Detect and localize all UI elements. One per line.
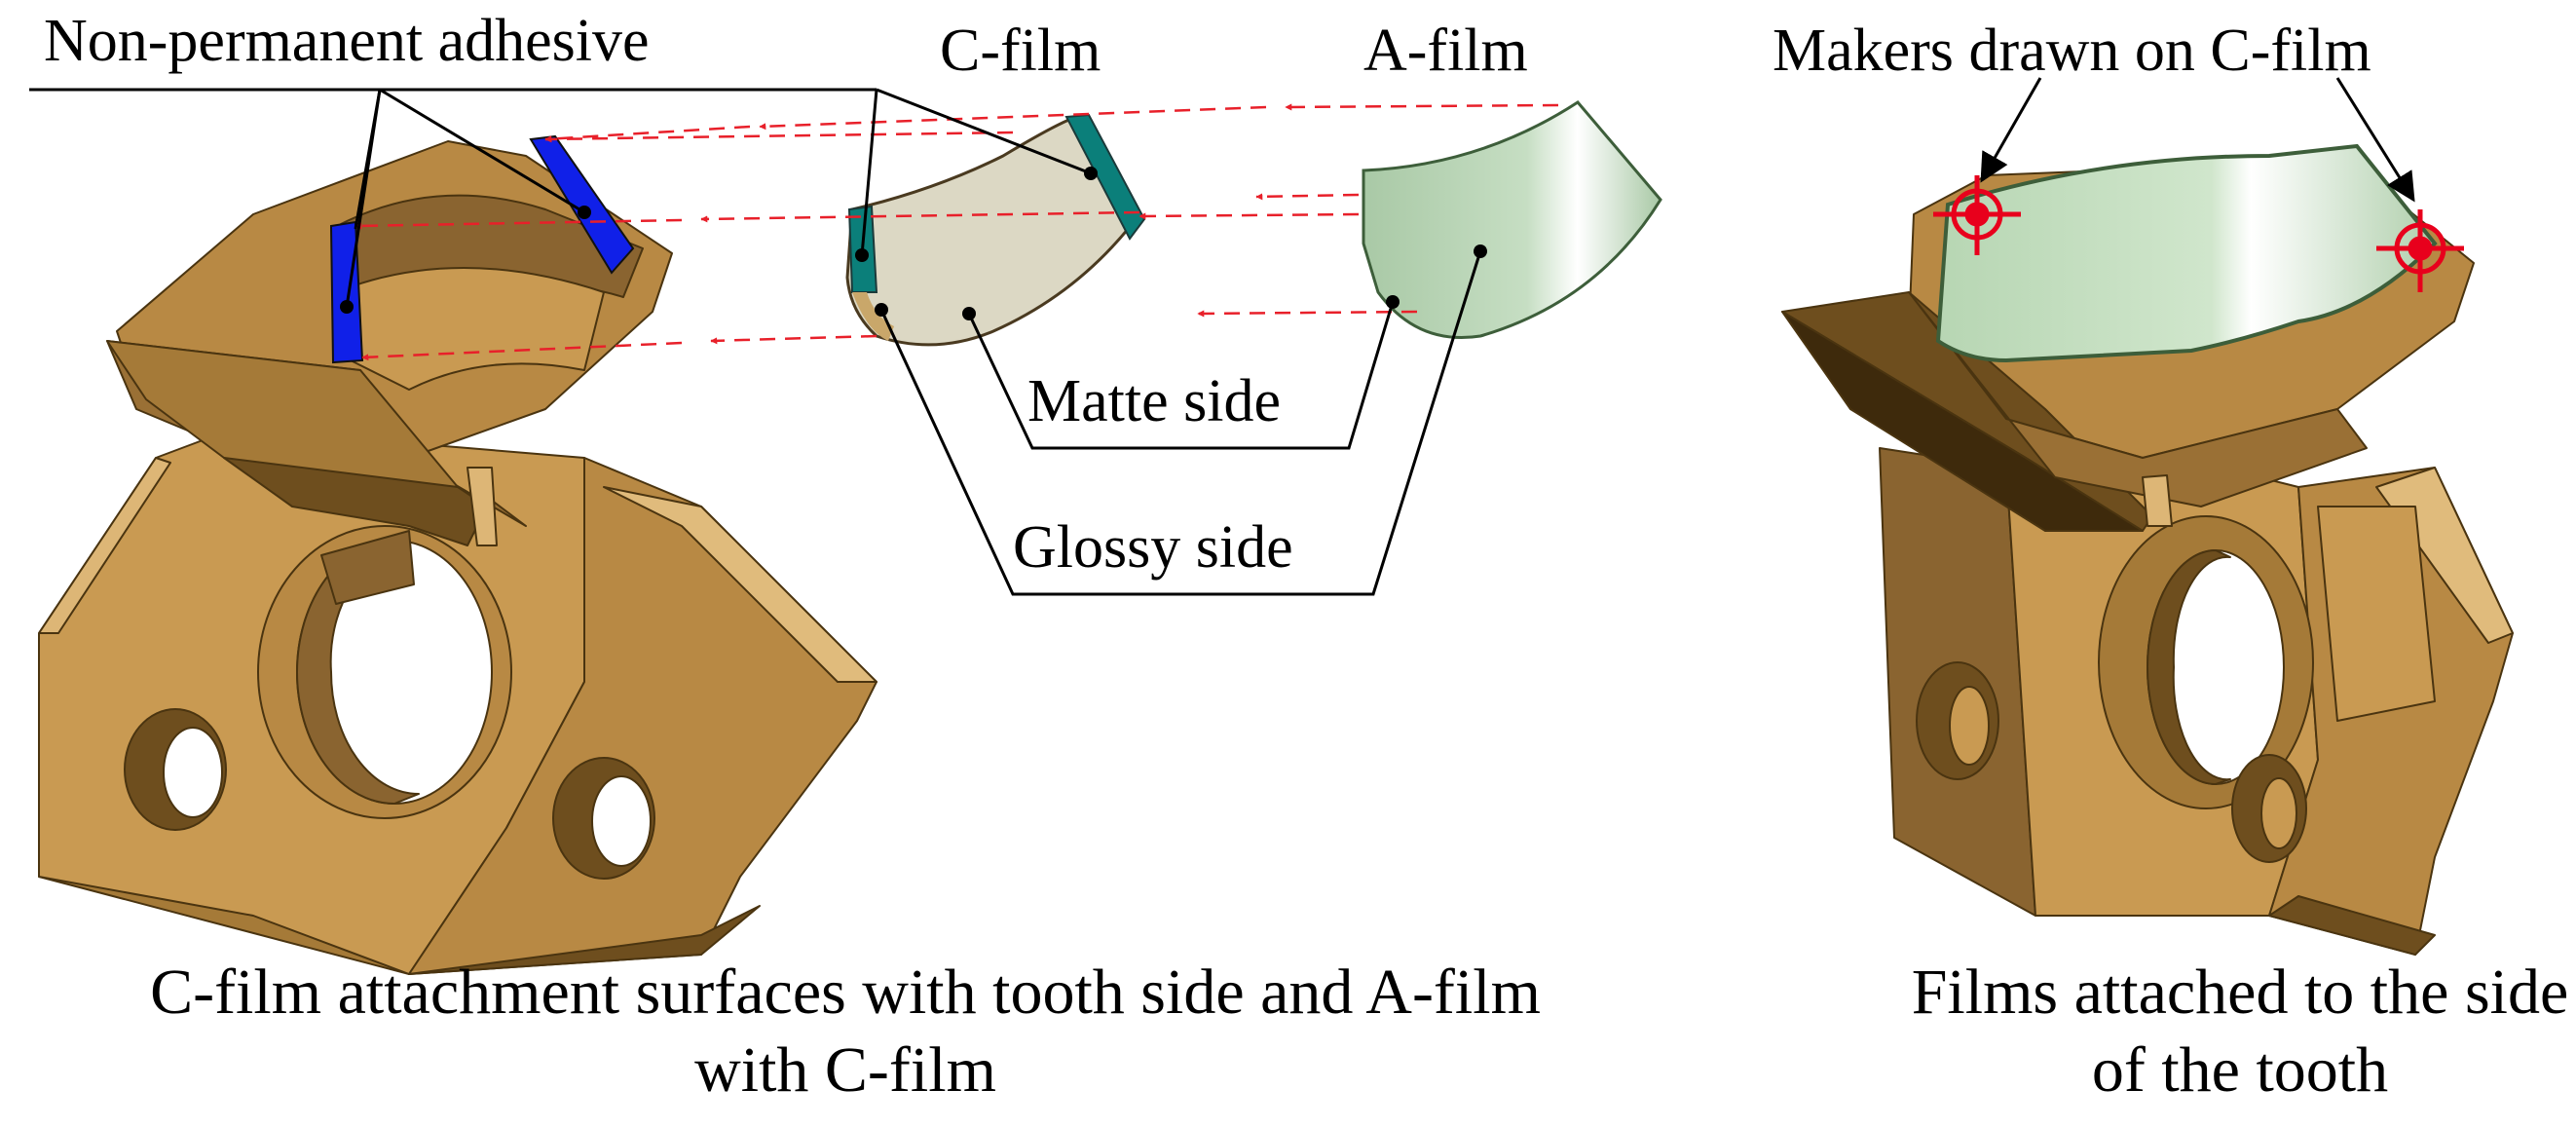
arrow-a-to-c-mid xyxy=(1255,193,1360,201)
right-tooth-head-slant-light xyxy=(1781,311,2144,532)
leader-dots xyxy=(340,167,1487,320)
arrow-c-to-tooth-mid2 xyxy=(355,218,683,230)
arrow-c-to-tooth-mid xyxy=(700,210,1140,223)
tooth-right-hole-inner xyxy=(591,775,652,867)
right-tooth-right-step xyxy=(2317,506,2436,722)
c-film-piece xyxy=(845,113,1146,347)
marker-crosshair-right xyxy=(2376,209,2464,292)
caption-right-line1: Films attached to the side xyxy=(1912,957,2569,1028)
arrow-a-to-c-low xyxy=(1197,310,1418,318)
caption-right-line2: of the tooth xyxy=(2092,1034,2388,1106)
leader-lines xyxy=(29,88,1482,596)
arrow-a-to-c-mid2 xyxy=(1139,212,1360,220)
a-film-attached xyxy=(1935,143,2438,363)
leader-glossy xyxy=(879,250,1482,596)
arrow-c-to-tooth-top2 xyxy=(544,125,751,143)
caption-left-line2: with C-film xyxy=(694,1034,996,1106)
arrow-c-to-tooth-low2 xyxy=(361,341,683,361)
right-tooth-head-front xyxy=(1908,291,2368,507)
tooth-neck xyxy=(223,457,488,546)
label-adhesive: Non-permanent adhesive xyxy=(44,8,649,74)
arrow-to-left-marker xyxy=(1980,77,2042,183)
label-c-film: C-film xyxy=(940,18,1101,84)
arrow-c-to-tooth-low xyxy=(710,334,877,345)
tooth-part-left xyxy=(38,140,877,975)
right-tooth-notch xyxy=(2142,474,2173,527)
leader-adhesive-to-right-strip xyxy=(379,88,585,214)
right-tooth-right-hole-inner xyxy=(2260,777,2297,849)
tooth-bottom-edge xyxy=(408,905,761,975)
leader-matte xyxy=(967,301,1395,450)
arrow-a-to-c-top xyxy=(1285,103,1559,111)
tooth-left-bevel xyxy=(38,457,171,634)
a-film-body xyxy=(1362,100,1662,340)
tooth-right-bevel xyxy=(603,486,877,683)
leader-cfilm-right xyxy=(876,88,1092,175)
tooth-left-hole-inner xyxy=(163,727,223,818)
label-markers: Makers drawn on C-film xyxy=(1773,18,2371,84)
c-film-edge xyxy=(852,292,894,341)
right-tooth-bottom-edge xyxy=(2268,895,2436,956)
tooth-neck-notch xyxy=(467,467,498,546)
leader-cfilm-left xyxy=(860,89,878,256)
tooth-head-arc-lower xyxy=(335,267,605,391)
marker-crosshair-left xyxy=(1933,175,2021,255)
arrow-to-right-marker xyxy=(2335,77,2415,203)
right-tooth-center-hole-wall xyxy=(2147,549,2231,785)
label-glossy-side: Glossy side xyxy=(1013,514,1293,581)
arrow-c-to-tooth-top xyxy=(759,105,1267,131)
transfer-arrows xyxy=(355,103,1559,361)
right-tooth-left-hole-inner xyxy=(1949,686,1990,766)
marker-arrows xyxy=(1980,77,2415,203)
label-a-film: A-film xyxy=(1363,18,1528,84)
leader-adhesive-to-tooth xyxy=(354,89,382,230)
tooth-key-slot xyxy=(320,530,415,605)
arrow-tooth-top-guide xyxy=(544,131,1014,143)
a-film-piece xyxy=(1362,100,1662,340)
label-matte-side: Matte side xyxy=(1027,368,1281,434)
caption-left-line1: C-film attachment surfaces with tooth si… xyxy=(150,957,1541,1028)
